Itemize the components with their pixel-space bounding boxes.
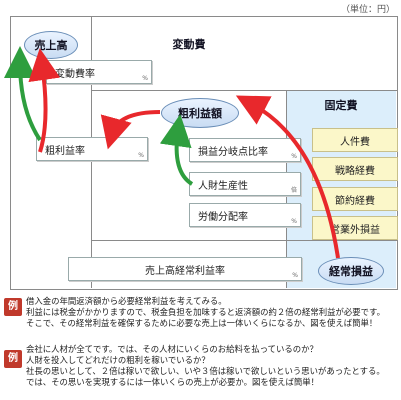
labor-share-label: 労働分配率	[198, 211, 248, 223]
gross-margin-ratio-label: 粗利益率	[45, 145, 85, 157]
variable-cost-ratio-label: 変動費率	[55, 68, 95, 80]
flow-arrows	[4, 46, 340, 259]
ordinary-profit-ratio-label: 売上高経常利益率	[145, 265, 225, 277]
example1-line1: 借入金の年間返済額から必要経常利益を考えてみる。	[26, 296, 227, 306]
node-variable-cost: 変動費	[172, 38, 206, 51]
percent-mark: %	[292, 272, 298, 279]
breakeven-ratio-box: 損益分岐点比率 %	[189, 138, 301, 162]
node-ordinary-profit: 経常損益	[318, 257, 384, 285]
fixed-cost-personnel: 人件費	[312, 128, 398, 152]
times-mark: 倍	[290, 187, 297, 194]
percent-mark: %	[138, 152, 144, 159]
red-arrow-gross-to-margin	[100, 110, 161, 150]
ordinary-profit-ratio-box: 売上高経常利益率 %	[68, 257, 302, 281]
example2-line3: 社長の思いとして、２倍は稼いで欲しい、いや３倍は稼いで欲しいという思いがあったと…	[26, 366, 385, 376]
red-arrow-margin-to-sales	[28, 48, 61, 153]
node-fixed-cost: 固定費	[324, 99, 358, 112]
fixed-cost-nonoperating: 営業外損益	[312, 216, 398, 240]
example2-line4: では、その思いを実現するには一体いくらの売上が必要か。図を使えば簡単！	[26, 377, 319, 387]
divider-horizontal-top	[91, 90, 397, 91]
red-arrow-ordinary-to-gross	[235, 95, 340, 259]
percent-mark: %	[142, 75, 148, 82]
example1-line3: そこで、その経常利益を確保するために必要な売上は一体いくらになるか、図を使えば簡…	[26, 318, 378, 328]
example2-line1: 会社に人材が全てです。では、その人材にいくらのお給料を払っているのか？	[26, 344, 318, 354]
labor-productivity-label: 人財生産性	[198, 180, 248, 192]
example2-line2: 人財を投入してどれだけの粗利を稼いでいるか？	[26, 355, 210, 365]
variable-cost-ratio-box: 変動費率 %	[46, 60, 152, 84]
green-arrow-margin-to-sales	[4, 46, 42, 142]
divider-horizontal-bottom	[91, 240, 397, 241]
breakeven-ratio-label: 損益分岐点比率	[198, 146, 268, 158]
example1-line2: 利益には税金がかかりますので、税金負担を加味すると返済額の約２倍の経常利益が必要…	[26, 307, 385, 317]
percent-mark: %	[291, 153, 297, 160]
fixed-cost-saving: 節約経費	[312, 187, 398, 211]
unit-label: （単位：円）	[340, 5, 395, 15]
example-badge-1: 例	[4, 298, 22, 316]
percent-mark: %	[291, 218, 297, 225]
labor-share-box: 労働分配率 %	[189, 203, 301, 227]
fixed-cost-strategic: 戦略経費	[312, 157, 398, 181]
example-badge-2: 例	[4, 350, 22, 368]
green-arrow-productivity-to-gross	[159, 114, 194, 186]
